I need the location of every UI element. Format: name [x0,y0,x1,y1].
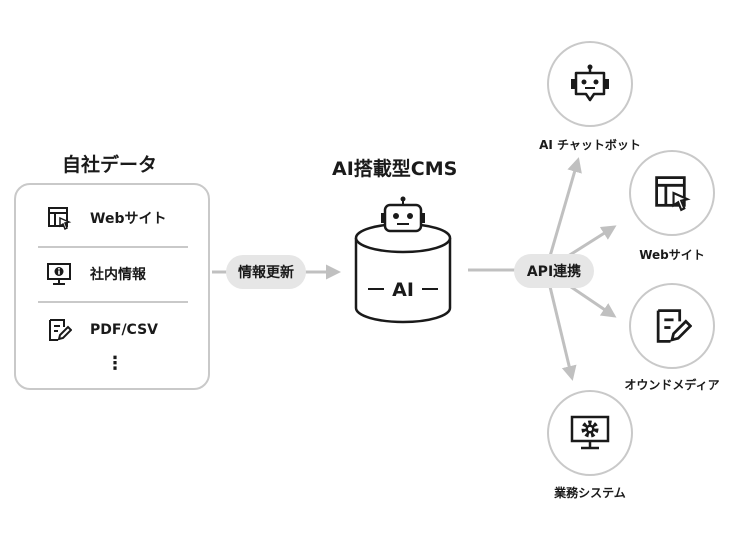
target-label: 業務システム [554,486,626,500]
robot-icon [381,196,425,233]
api-label: API連携 [514,254,594,288]
source-item-label: Webサイト [90,211,167,227]
target-owned-media [629,283,715,369]
cms-title: AI搭載型CMS [332,158,458,180]
database-label: AI [392,279,414,301]
divider [38,301,188,303]
source-item-label: 社内情報 [90,267,146,283]
arrow-chatbot [544,157,582,271]
document-edit-icon [44,315,74,345]
gear-monitor-icon [569,413,611,453]
target-label: Webサイト [639,248,705,262]
website-icon [652,173,692,213]
target-business-system [547,390,633,476]
chatbot-icon [568,64,612,104]
arrow-system [544,269,577,381]
website-icon [44,203,74,233]
target-label: オウンドメディア [624,378,720,392]
target-website [629,150,715,236]
update-label: 情報更新 [226,255,306,289]
more-indicator: ⋮ [106,353,124,374]
source-item-pdf-csv: PDF/CSV [44,313,158,347]
source-item-website: Webサイト [44,201,166,235]
target-chatbot [547,41,633,127]
monitor-info-icon [44,259,74,289]
target-label: AI チャットボット [539,138,641,152]
document-edit-icon [652,306,692,346]
divider [38,246,188,248]
source-item-internal: 社内情報 [44,257,146,291]
sources-box [14,183,210,390]
source-item-label: PDF/CSV [90,322,159,338]
sources-title: 自社データ [62,154,158,176]
database-icon [354,196,452,324]
